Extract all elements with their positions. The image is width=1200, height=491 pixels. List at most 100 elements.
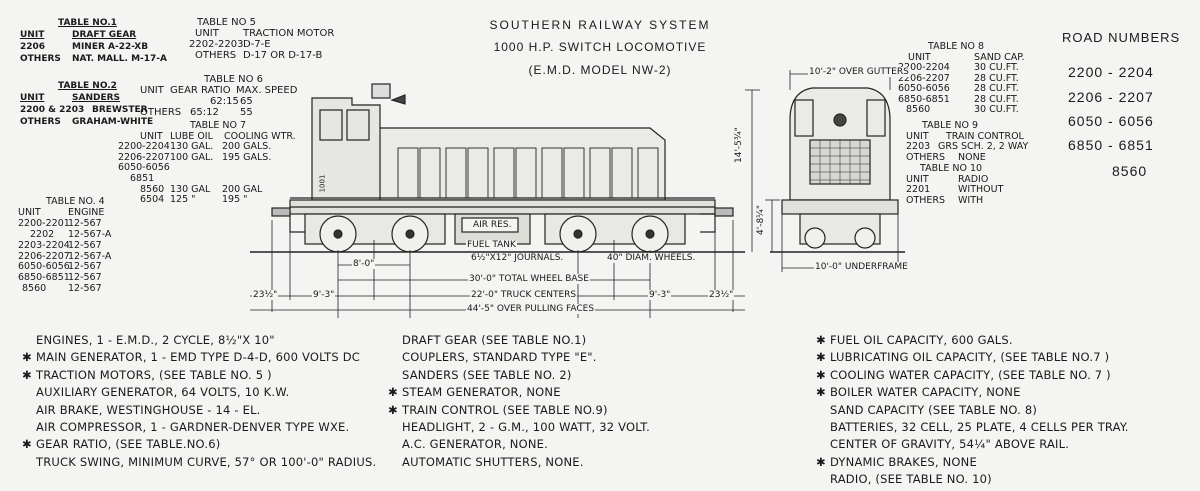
spec-train-control-text: TRAIN CONTROL (SEE TABLE NO.9): [402, 402, 608, 417]
table8-r1-unit: 2200-2204: [898, 62, 950, 73]
table4-h-unit: UNIT: [18, 206, 41, 218]
spec-air-compressor-star: [22, 419, 36, 436]
table2-h-unit: UNIT: [20, 93, 45, 103]
table7-h-water: COOLING WTR.: [224, 130, 296, 142]
table8-r2-val: 28 CU.FT.: [974, 72, 1019, 84]
spec-main-generator: ✱ MAIN GENERATOR, 1 - EMD TYPE D-4-D, 600…: [22, 349, 376, 366]
spec-steam-generator-star: ✱: [388, 385, 398, 400]
table2-r2-unit: OTHERS: [20, 117, 61, 127]
table8-title: TABLE NO 8: [928, 41, 985, 52]
table4-r6-val: 12-567: [68, 272, 102, 284]
table4-r1-val: 12-567: [68, 217, 102, 229]
table1-title: TABLE NO.1: [58, 18, 117, 28]
spec-dynamic-brakes-text: DYNAMIC BRAKES, NONE: [830, 454, 977, 469]
table1-r1-unit: 2206: [20, 42, 46, 52]
table8-h-unit: UNIT: [908, 51, 931, 63]
table6-r2-ratio: 65:12: [190, 107, 219, 118]
road-number-3: 6050 - 6056: [1068, 113, 1154, 129]
overhang-right-dim: 9'-3": [648, 290, 672, 300]
table6-r2-speed: 55: [240, 107, 253, 118]
table5-h-motor: TRACTION MOTOR: [243, 28, 335, 39]
over-pulling-faces-dim: 44'-5" OVER PULLING FACES: [466, 304, 596, 314]
spec-cooling-water-star: ✱: [816, 367, 826, 382]
spec-center-of-gravity-star: [816, 436, 830, 453]
spec-sanders-text: SANDERS (SEE TABLE NO. 2): [402, 367, 572, 382]
road-number-4: 6850 - 6851: [1068, 137, 1154, 153]
table7-r5-water: 200 GAL: [222, 183, 263, 195]
table8-r5-unit: 8560: [906, 104, 931, 115]
table5-title: TABLE NO 5: [197, 17, 256, 28]
table7-r1-unit: 2200-2204: [118, 141, 170, 153]
road-numbers-title: ROAD NUMBERS: [1062, 30, 1181, 45]
table4-r7-unit: 8560: [22, 283, 47, 295]
spec-sanders: SANDERS (SEE TABLE NO. 2): [388, 367, 650, 384]
spec-gear-ratio-star: ✱: [22, 437, 32, 452]
table6-r1-ratio: 62:15: [210, 96, 239, 107]
spec-aux-generator-text: AUXILIARY GENERATOR, 64 VOLTS, 10 K.W.: [36, 385, 290, 400]
spec-center-of-gravity: CENTER OF GRAVITY, 54¼" ABOVE RAIL.: [816, 436, 1129, 453]
journals-label: 6½"X12" JOURNALS.: [470, 253, 565, 263]
spec-steam-generator: ✱STEAM GENERATOR, NONE: [388, 384, 650, 401]
table4-r3-val: 12-567: [68, 239, 102, 251]
table7-r6-water: 195 ": [222, 194, 248, 206]
table10-h-unit: UNIT: [906, 173, 929, 185]
spec-truck-swing-text: TRUCK SWING, MINIMUM CURVE, 57° OR 100'-…: [36, 454, 377, 469]
table8-r4-val: 28 CU.FT.: [974, 93, 1019, 105]
table5-r1-val: D-7-E: [243, 39, 271, 50]
spec-column-3: ✱ FUEL OIL CAPACITY, 600 GALS. ✱LUBRICATI…: [816, 332, 1129, 489]
spec-air-compressor: AIR COMPRESSOR, 1 - GARDNER-DENVER TYPE …: [22, 419, 376, 436]
truck-centers-dim: 22'-0" TRUCK CENTERS: [470, 290, 578, 300]
spec-gear-ratio: ✱ GEAR RATIO, (SEE TABLE.NO.6): [22, 436, 376, 453]
table4-r6-unit: 6850-6851: [18, 272, 70, 284]
table9-h-unit: UNIT: [906, 130, 929, 142]
spec-aux-generator: AUXILIARY GENERATOR, 64 VOLTS, 10 K.W.: [22, 384, 376, 401]
table1-r2-unit: OTHERS: [20, 54, 61, 64]
table8-r3-unit: 6050-6056: [898, 83, 950, 94]
table9-r1-unit: 2203: [906, 141, 931, 152]
table7-r4-unit: 6851: [130, 172, 155, 184]
table2-r2-val: GRAHAM-WHITE: [72, 117, 154, 127]
table7-h-unit: UNIT: [140, 130, 163, 142]
underframe-dim: 10'-0" UNDERFRAME: [814, 262, 909, 272]
table7-r2-lube: 100 GAL.: [170, 151, 214, 163]
table9-r2-unit: OTHERS: [906, 151, 946, 163]
spec-fuel-oil-text: FUEL OIL CAPACITY, 600 GALS.: [830, 333, 1013, 347]
spec-couplers-text: COUPLERS, STANDARD TYPE "E".: [402, 350, 597, 365]
table9-title: TABLE NO 9: [922, 120, 979, 131]
spec-draft-gear-star: [388, 332, 402, 349]
spec-lube-oil: ✱LUBRICATING OIL CAPACITY, (SEE TABLE NO…: [816, 349, 1129, 366]
table4-r5-val: 12-567: [68, 261, 102, 273]
end-left-dim: 23½": [252, 290, 279, 300]
table6-h-speed: MAX. SPEED: [236, 85, 298, 96]
spec-batteries: BATTERIES, 32 CELL, 25 PLATE, 4 CELLS PE…: [816, 419, 1129, 436]
spec-traction-motors: ✱TRACTION MOTORS, (SEE TABLE NO. 5 ): [22, 367, 376, 384]
air-reservoir-label: AIR RES.: [473, 220, 512, 230]
total-wheel-base-dim: 30'-0" TOTAL WHEEL BASE: [468, 274, 590, 284]
table10-r1-val: WITHOUT: [958, 184, 1004, 195]
table1-r2-val: NAT. MALL. M-17-A: [72, 54, 167, 64]
spec-engines-star: [22, 332, 36, 349]
spec-main-generator-star: ✱: [22, 350, 32, 365]
table7-r1-lube: 130 GAL.: [170, 141, 214, 153]
table10-r2-val: WITH: [958, 194, 984, 206]
table7-r5-lube: 130 GAL: [170, 183, 211, 195]
table7-r5-unit: 8560: [140, 183, 165, 195]
spec-automatic-shutters-star: [388, 454, 402, 471]
table6-r1-speed: 65: [240, 96, 253, 107]
table1-r1-val: MINER A-22-XB: [72, 42, 149, 52]
spec-aux-generator-star: [22, 384, 36, 401]
table7-r2-water: 195 GALS.: [222, 151, 272, 163]
deck-height-dim: 4'-8¼": [756, 203, 766, 236]
spec-air-brake: AIR BRAKE, WESTINGHOUSE - 14 - EL.: [22, 402, 376, 419]
spec-gear-ratio-text: GEAR RATIO, (SEE TABLE.NO.6): [36, 437, 221, 452]
spec-main-generator-text: MAIN GENERATOR, 1 - EMD TYPE D-4-D, 600 …: [36, 350, 360, 365]
table4-r4-unit: 2206-2207: [18, 250, 70, 262]
table7-r6-unit: 6504: [140, 194, 165, 206]
spec-air-brake-text: AIR BRAKE, WESTINGHOUSE - 14 - EL.: [36, 402, 261, 417]
table9-r2-val: NONE: [958, 151, 986, 163]
